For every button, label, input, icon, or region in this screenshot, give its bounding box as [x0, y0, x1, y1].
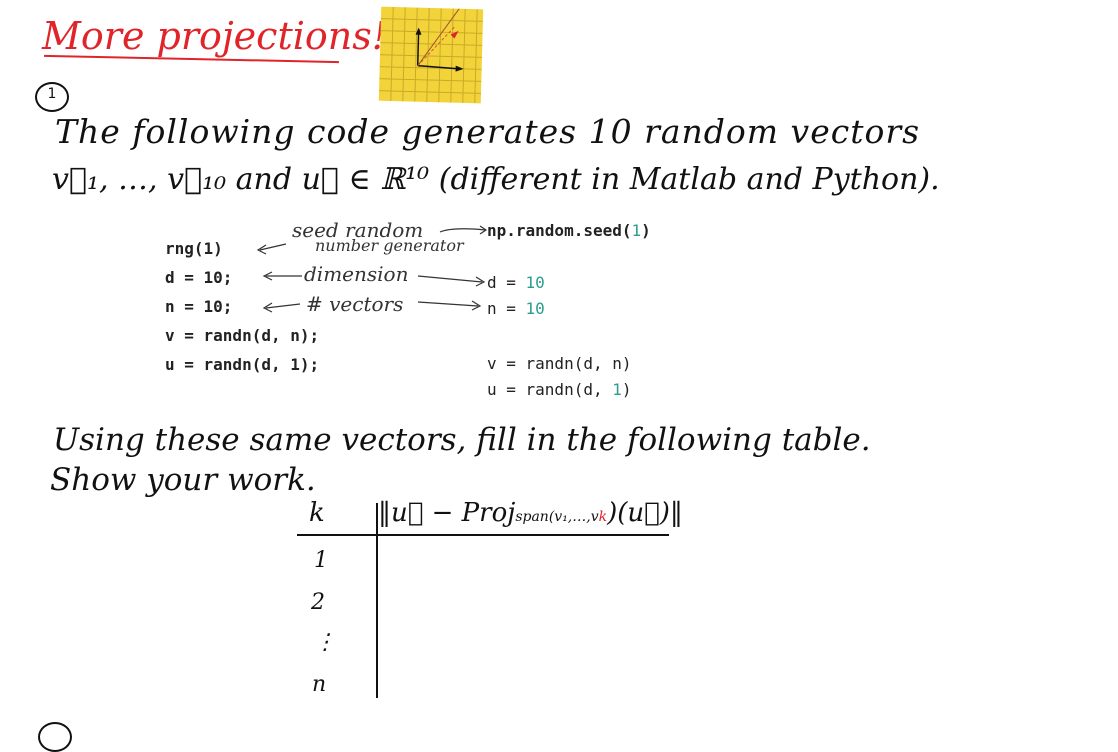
- prompt-line-1: The following code generates 10 random v…: [55, 112, 921, 151]
- table-row-k: 2: [311, 590, 325, 615]
- code-text: ): [621, 380, 632, 399]
- section-number: 1: [47, 86, 57, 102]
- code-number: 1: [612, 380, 622, 399]
- matlab-line-rng: rng(1): [165, 239, 223, 258]
- code-text: n =: [487, 299, 526, 318]
- instruction-line-1: Using these same vectors, fill in the fo…: [53, 422, 871, 458]
- matlab-line-n: n = 10;: [165, 297, 232, 316]
- section-marker-1: 1: [35, 82, 69, 112]
- python-line-d: d = 10: [487, 273, 545, 292]
- subscript-k: k: [598, 509, 608, 525]
- section-marker-2: [38, 722, 72, 752]
- code-text: n = 10;: [165, 297, 233, 316]
- matlab-line-d: d = 10;: [165, 268, 232, 287]
- code-text: rng(1): [165, 239, 223, 258]
- annotation-vectors: # vectors: [306, 292, 404, 316]
- arrow-right-icon: [455, 65, 464, 72]
- code-text: d =: [487, 273, 526, 292]
- code-number: 10: [525, 299, 545, 318]
- code-text: ): [641, 221, 651, 240]
- subscript-text: span(v₁,…,v: [515, 509, 599, 525]
- python-line-n: n = 10: [487, 299, 545, 318]
- arrow-dimension-right: [417, 275, 483, 283]
- matlab-line-u: u = randn(d, 1);: [165, 355, 319, 374]
- projection-line: [417, 26, 456, 67]
- table-header-k: k: [309, 498, 325, 528]
- arrow-up-icon: [415, 27, 422, 35]
- axis-vertical: [416, 31, 420, 66]
- sketch-grid: [379, 6, 483, 104]
- projection-sketch-icon: [378, 6, 484, 104]
- table-header-norm: ‖u⃗ − Projspan(v₁,…,vk)(u⃗)‖: [378, 498, 683, 528]
- code-number: 1: [631, 221, 642, 240]
- table-row-k: ⋮: [314, 630, 336, 655]
- code-text: u = randn(d,: [487, 380, 613, 399]
- code-text: v = randn(d, n): [487, 354, 632, 373]
- header-norm-text: ‖u⃗ − Proj: [378, 498, 516, 528]
- arrow-vectors-right: [417, 301, 479, 307]
- grid-sketch: [379, 6, 483, 104]
- annotation-arrows: [256, 225, 488, 313]
- axis-horizontal: [417, 64, 458, 70]
- matlab-line-v: v = randn(d, n);: [165, 326, 319, 345]
- header-norm-tail: )(u⃗)‖: [607, 498, 683, 528]
- page-title: More projections!: [42, 14, 387, 58]
- arrow-seed-left: [259, 243, 287, 251]
- arrow-seed-right: [439, 228, 486, 233]
- table-row-k: 1: [314, 548, 328, 573]
- code-text: d = 10;: [165, 268, 233, 287]
- annotation-seed-random: seed random: [292, 218, 424, 242]
- prompt-line-2: v⃗₁, …, v⃗₁₀ and u⃗ ∈ ℝ¹⁰ (different in …: [52, 162, 940, 197]
- table-column-rule: [376, 503, 378, 698]
- header-norm-subscript: span(v₁,…,vk: [515, 509, 607, 525]
- code-text: v = randn(d, n);: [165, 326, 320, 345]
- arrow-vectors-left: [265, 303, 301, 309]
- instruction-line-2: Show your work.: [50, 462, 316, 498]
- python-line-v: v = randn(d, n): [487, 354, 632, 373]
- vector-line: [417, 8, 460, 66]
- code-text: u = randn(d, 1);: [165, 355, 320, 374]
- table-header-rule: [297, 534, 669, 536]
- annotation-number-generator: number generator: [315, 236, 464, 255]
- code-number: 10: [525, 273, 545, 292]
- python-line-u: u = randn(d, 1): [487, 380, 632, 399]
- annotation-dimension: dimension: [304, 262, 409, 286]
- python-line-seed: np.random.seed(1): [487, 221, 651, 240]
- table-row-k: n: [312, 672, 327, 697]
- code-text: np.random.seed(: [487, 221, 632, 240]
- red-arrow-icon: [450, 30, 459, 39]
